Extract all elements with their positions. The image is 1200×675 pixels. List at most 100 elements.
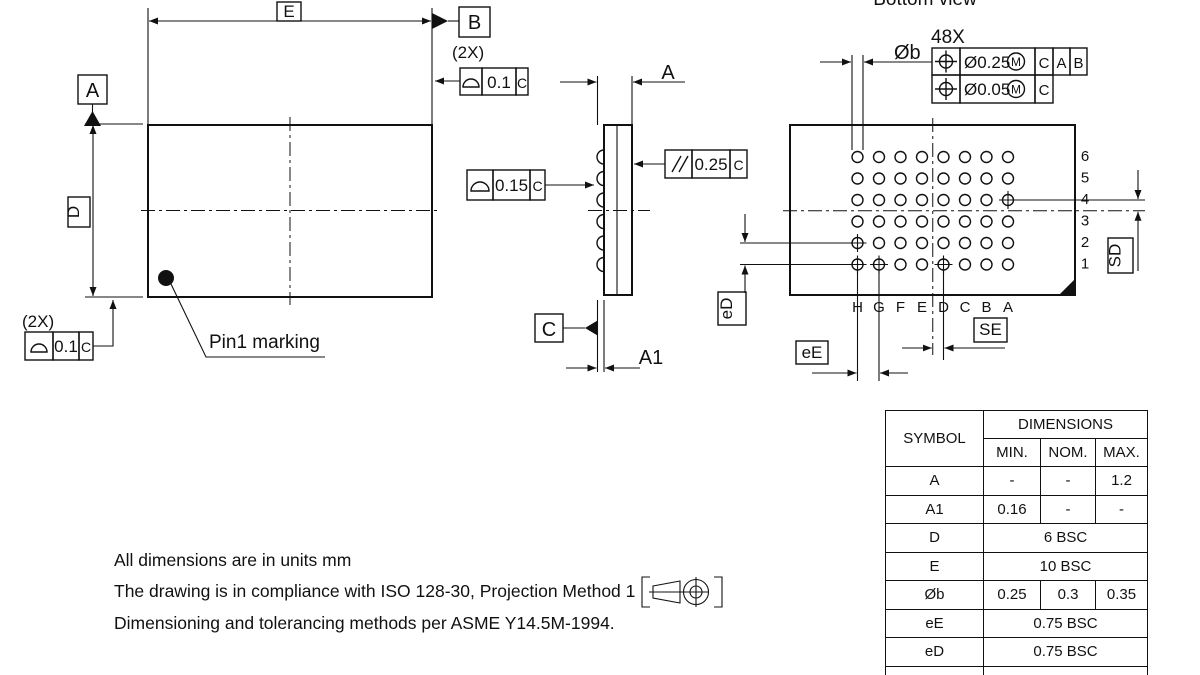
col-label-E: E (917, 299, 927, 316)
ball-E2 (915, 236, 929, 250)
side-ball-bumps (596, 149, 605, 273)
ball-F6 (894, 150, 907, 164)
ball-qty-label: 48X (931, 27, 965, 48)
drawing-notes: All dimensions are in units mm The drawi… (114, 547, 725, 636)
fcf-profile: 0.15 C (466, 169, 594, 201)
fcf-tolerance: Ø0.25 (964, 53, 1010, 72)
ball-A3 (1001, 215, 1015, 228)
fcf-position-row1: Ø0.25 M C A B (931, 47, 1088, 76)
table-row: A - - 1.2 (885, 466, 1148, 496)
ball-G2 (872, 236, 886, 250)
table-row: E 10 BSC (885, 551, 1148, 581)
fcf-qty-label: (2X) (452, 43, 484, 62)
fcf-datum-1: C (1039, 82, 1050, 99)
table-row: Øb 0.25 0.3 0.35 (885, 580, 1148, 610)
basic-dim-box-e (276, 1, 302, 22)
ball-F5 (894, 172, 907, 185)
ball-D2 (937, 236, 950, 250)
note-line-3: Dimensioning and tolerancing methods per… (114, 612, 615, 633)
basic-dim-box-d (67, 196, 91, 228)
side-view: A A1 C 0.15 C 0.2 (466, 62, 748, 372)
note-line-1: All dimensions are in units mm (114, 550, 352, 570)
col-header-symbol: SYMBOL (885, 410, 984, 467)
ball-H6 (851, 150, 864, 164)
datum-b-box (458, 6, 491, 38)
fcf-parallelism: 0.25 C (634, 149, 748, 179)
fcf-bottom-left: (2X) 0.1 C (22, 300, 117, 361)
ball-E3 (915, 215, 929, 228)
svg-text:M: M (1011, 83, 1021, 97)
bottom-view-title: Bottom view (873, 0, 977, 10)
ball-C6 (958, 150, 972, 164)
note-line-2: The drawing is in compliance with ISO 12… (114, 574, 725, 610)
datum-a-label: A (86, 80, 100, 102)
svg-text:M: M (1011, 55, 1021, 69)
ball-H4 (851, 193, 864, 207)
ball-C3 (958, 215, 972, 228)
fcf-datum: C (81, 339, 91, 355)
first-angle-projection-icon (641, 575, 723, 608)
mmc-modifier-icon (1006, 52, 1026, 71)
table-row: D 6 BSC (885, 523, 1148, 553)
fcf-tolerance: 0.25 (694, 155, 727, 174)
ball-B3 (980, 215, 993, 228)
table-row-clipped (885, 665, 1148, 675)
position-icon (935, 78, 957, 100)
fcf-tolerance: 0.15 (495, 176, 528, 195)
col-header-nom: NOM. (1040, 438, 1096, 467)
ball-D4 (937, 193, 950, 207)
profile-surface-icon (30, 343, 48, 353)
datum-a-triangle (84, 111, 101, 126)
pin1-label: Pin1 marking (209, 332, 320, 353)
pin1-leader (170, 283, 325, 358)
ball-D3 (937, 215, 950, 228)
fcf-datum-1: C (1039, 55, 1050, 72)
row-label-6: 6 (1081, 148, 1089, 165)
fcf-leader (93, 300, 117, 347)
ball-D5 (937, 172, 950, 185)
ball-E6 (915, 150, 929, 164)
ball-H5 (851, 172, 864, 185)
fcf-datum: C (517, 75, 527, 91)
basic-dim-box-ee (795, 340, 829, 365)
ball-B1 (980, 258, 993, 271)
fcf-datum: C (532, 178, 542, 194)
parallelism-icon (671, 155, 689, 173)
ball-A6 (1001, 150, 1015, 164)
dim-d-label: D (64, 206, 83, 218)
table-row: eE 0.75 BSC (885, 608, 1148, 638)
fcf-datum-3: B (1073, 55, 1083, 72)
datum-c-triangle (585, 320, 598, 336)
row-label-3: 3 (1081, 213, 1089, 230)
table-row: A1 0.16 - - (885, 494, 1148, 524)
ball-B6 (980, 150, 993, 164)
col-header-min: MIN. (983, 438, 1041, 467)
dim-ee-label: eE (802, 343, 823, 362)
dim-a1-label: A1 (639, 347, 663, 369)
dim-a-label: A (661, 62, 675, 84)
ball-F4 (894, 193, 907, 207)
col-header-dimensions: DIMENSIONS (983, 410, 1148, 439)
dim-sd-label: SD (1106, 244, 1125, 268)
pin1-dot (158, 270, 174, 286)
profile-surface-icon (462, 78, 480, 88)
ball-F1 (894, 258, 907, 271)
basic-dim-box-sd (1107, 237, 1134, 274)
ball-H3 (851, 215, 864, 228)
col-header-max: MAX. (1095, 438, 1148, 467)
ball-G6 (872, 150, 886, 164)
ball-C5 (958, 172, 972, 185)
datum-c-label: C (542, 319, 556, 341)
mmc-modifier-icon (1006, 79, 1026, 99)
fcf-tolerance: Ø0.05 (964, 80, 1010, 99)
row-label-1: 1 (1081, 256, 1089, 273)
datum-b-triangle (432, 13, 448, 29)
fcf-tolerance: 0.1 (487, 73, 511, 92)
fcf-tolerance: 0.1 (54, 337, 78, 356)
ball-E1 (915, 258, 929, 271)
basic-dim-box-ed (717, 291, 747, 326)
ball-C4 (958, 193, 972, 207)
